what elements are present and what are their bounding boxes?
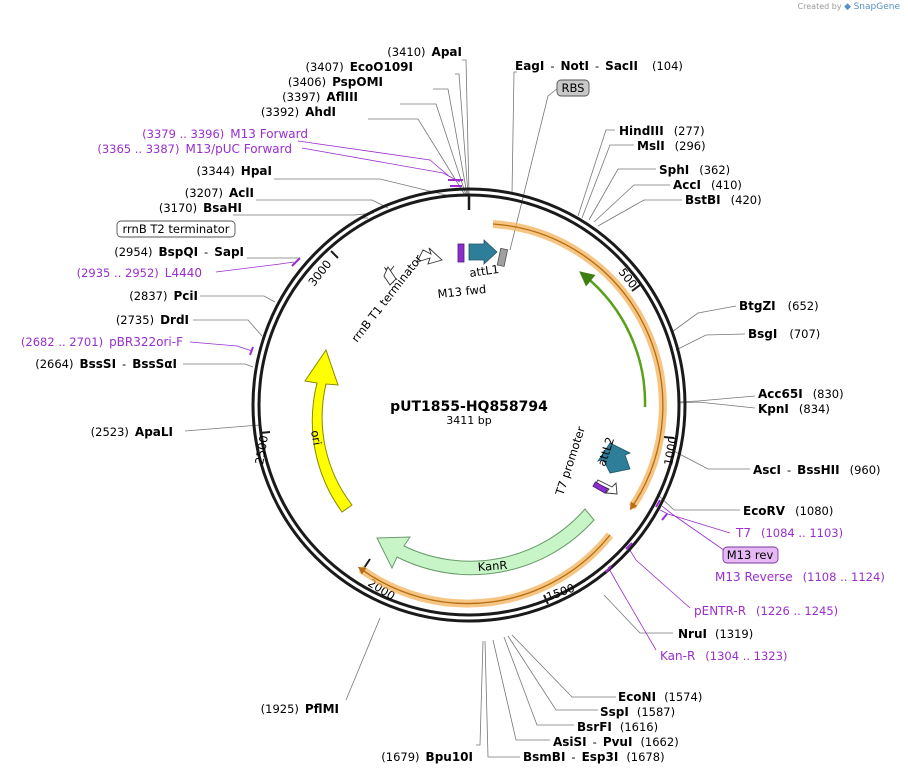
orange-band-2-line: [357, 534, 611, 605]
enzyme-acli: (3207)AclI: [185, 186, 254, 200]
enzyme-ecoo109i: (3407)EcoO109I: [305, 60, 413, 74]
enzyme-eagi-noti-sacii: EagI-NotI-SacII(104): [515, 59, 683, 73]
kanr-feature: [376, 508, 595, 576]
m13-rev-box-label: M13 rev: [727, 548, 774, 562]
primer-l4440: (2935 .. 2952)L4440: [77, 266, 202, 280]
enzyme-apai: (3410)ApaI: [387, 45, 462, 59]
rbs-box-label: RBS: [562, 81, 585, 95]
ori-feature: [304, 348, 353, 513]
m13-rev-box: [722, 546, 779, 564]
orange-band-1: [492, 220, 667, 510]
orange-band-1-line: [492, 223, 664, 511]
primer-pentr-r: pENTR-R(1226 .. 1245): [694, 604, 838, 618]
m13-rev-marker: [592, 481, 609, 494]
enzyme-acci: AccI(410): [673, 178, 742, 192]
rrnb-t1-label: rrnB T1 terminator: [348, 252, 425, 345]
snapgene-logo-icon: ◆: [844, 2, 852, 12]
enzyme-asci-bsshii: AscI-BssHII(960): [753, 463, 881, 477]
tick-marks: [259, 250, 675, 605]
attl1-label: attL1: [468, 262, 499, 280]
snapgene-credit: Created by ◆ SnapGene: [798, 2, 900, 12]
rrnb-t2-box-label: rrnB T2 terminator: [123, 222, 230, 236]
enzyme-drdi: (2735)DrdI: [116, 313, 189, 327]
plasmid-name: pUT1855-HQ858794: [390, 399, 548, 415]
attl2-arrow: [596, 442, 631, 474]
enzyme-pspomi: (3406)PspOMI: [288, 75, 383, 89]
enzyme-asisi-pvui: AsiSI-PvuI(1662): [553, 735, 679, 749]
enzyme-apali: (2523)ApaLI: [91, 425, 173, 439]
enzyme-btgzi: BtgZI(652): [739, 299, 819, 313]
credit-brand: SnapGene: [853, 2, 900, 12]
enzyme-kpni: KpnI(834): [758, 402, 830, 416]
attl1-arrow: [468, 239, 498, 265]
rrnb-t2-arrow-outline: [383, 266, 397, 286]
enzyme-ahdi: (3392)AhdI: [261, 105, 336, 119]
enzyme-acc65i: Acc65I(830): [758, 387, 844, 401]
green-orf-arc: [579, 271, 647, 408]
enzyme-bsssi: (2664)BssSI-BssSαI: [35, 357, 177, 371]
enzyme-nrui: NruI(1319): [678, 627, 753, 641]
plasmid-length: 3411 bp: [446, 414, 491, 427]
rrnb-t2-box: [116, 220, 236, 238]
t7-promoter-label: T7 promoter: [552, 424, 588, 497]
m13-fwd-marker: [457, 243, 465, 263]
enzyme-bpu10i: (1679)Bpu10I: [381, 750, 473, 764]
primer-m13-reverse: M13 Reverse(1108 .. 1124): [715, 570, 885, 584]
enzyme-bsrfi: BsrFI(1616): [577, 720, 658, 734]
m13-fwd-label: M13 fwd: [437, 282, 487, 301]
credit-prefix: Created by: [797, 2, 842, 11]
enzyme-bsahi: (3170)BsaHI: [159, 201, 242, 215]
enzyme-bsmbi-esp3i: BsmBI-Esp3I(1678): [523, 750, 665, 764]
tick-1000: 1000: [661, 435, 680, 466]
enzyme-msli: MslI(296): [637, 139, 706, 153]
tick-3000: 3000: [305, 257, 334, 289]
primer-t7: T7(1084 .. 1103): [735, 526, 843, 540]
tick-2500: 2500: [252, 434, 271, 465]
enzyme-sphi: SphI(362): [659, 163, 730, 177]
enzyme-bstbi: BstBI(420): [685, 193, 762, 207]
ori-label: ori: [308, 429, 324, 446]
enzyme-econi: EcoNI(1574): [618, 690, 702, 704]
enzyme-sspi: SspI(1587): [600, 705, 675, 719]
primer-leader-lines: [189, 140, 731, 651]
primer-pbr322ori-f: (2682 .. 2701)pBR322ori-F: [21, 335, 183, 349]
enzyme-hindiii: HindIII(277): [619, 124, 705, 138]
primer-site-ticks: [249, 179, 668, 573]
primer-m13-puc-forward: (3365 .. 3387)M13/pUC Forward: [97, 142, 292, 156]
rbs-marker: [496, 247, 509, 267]
primer-kan-r: Kan-R(1304 .. 1323): [660, 649, 787, 663]
rrnb-t1-arrow: [416, 247, 443, 265]
enzyme-bsgi: BsgI(707): [748, 327, 820, 341]
primer-m13-forward: (3379 .. 3396)M13 Forward: [142, 127, 308, 141]
kanr-label: KanR: [477, 558, 508, 574]
enzyme-pcii: (2837)PciI: [129, 289, 198, 303]
enzyme-ecorv: EcoRV(1080): [743, 504, 833, 518]
backbone-outer: [251, 187, 687, 623]
rbs-box: [556, 79, 590, 97]
enzyme-bspqi-sapi: (2954)BspQI-SapI: [114, 245, 244, 259]
backbone-inner: [257, 193, 681, 617]
enzyme-aflIII: (3397)AflIII: [282, 90, 358, 104]
enzyme-pflmi: (1925)PflMI: [261, 702, 339, 716]
enzyme-hpai: (3344)HpaI: [197, 164, 272, 178]
leader-lines: [183, 59, 756, 758]
